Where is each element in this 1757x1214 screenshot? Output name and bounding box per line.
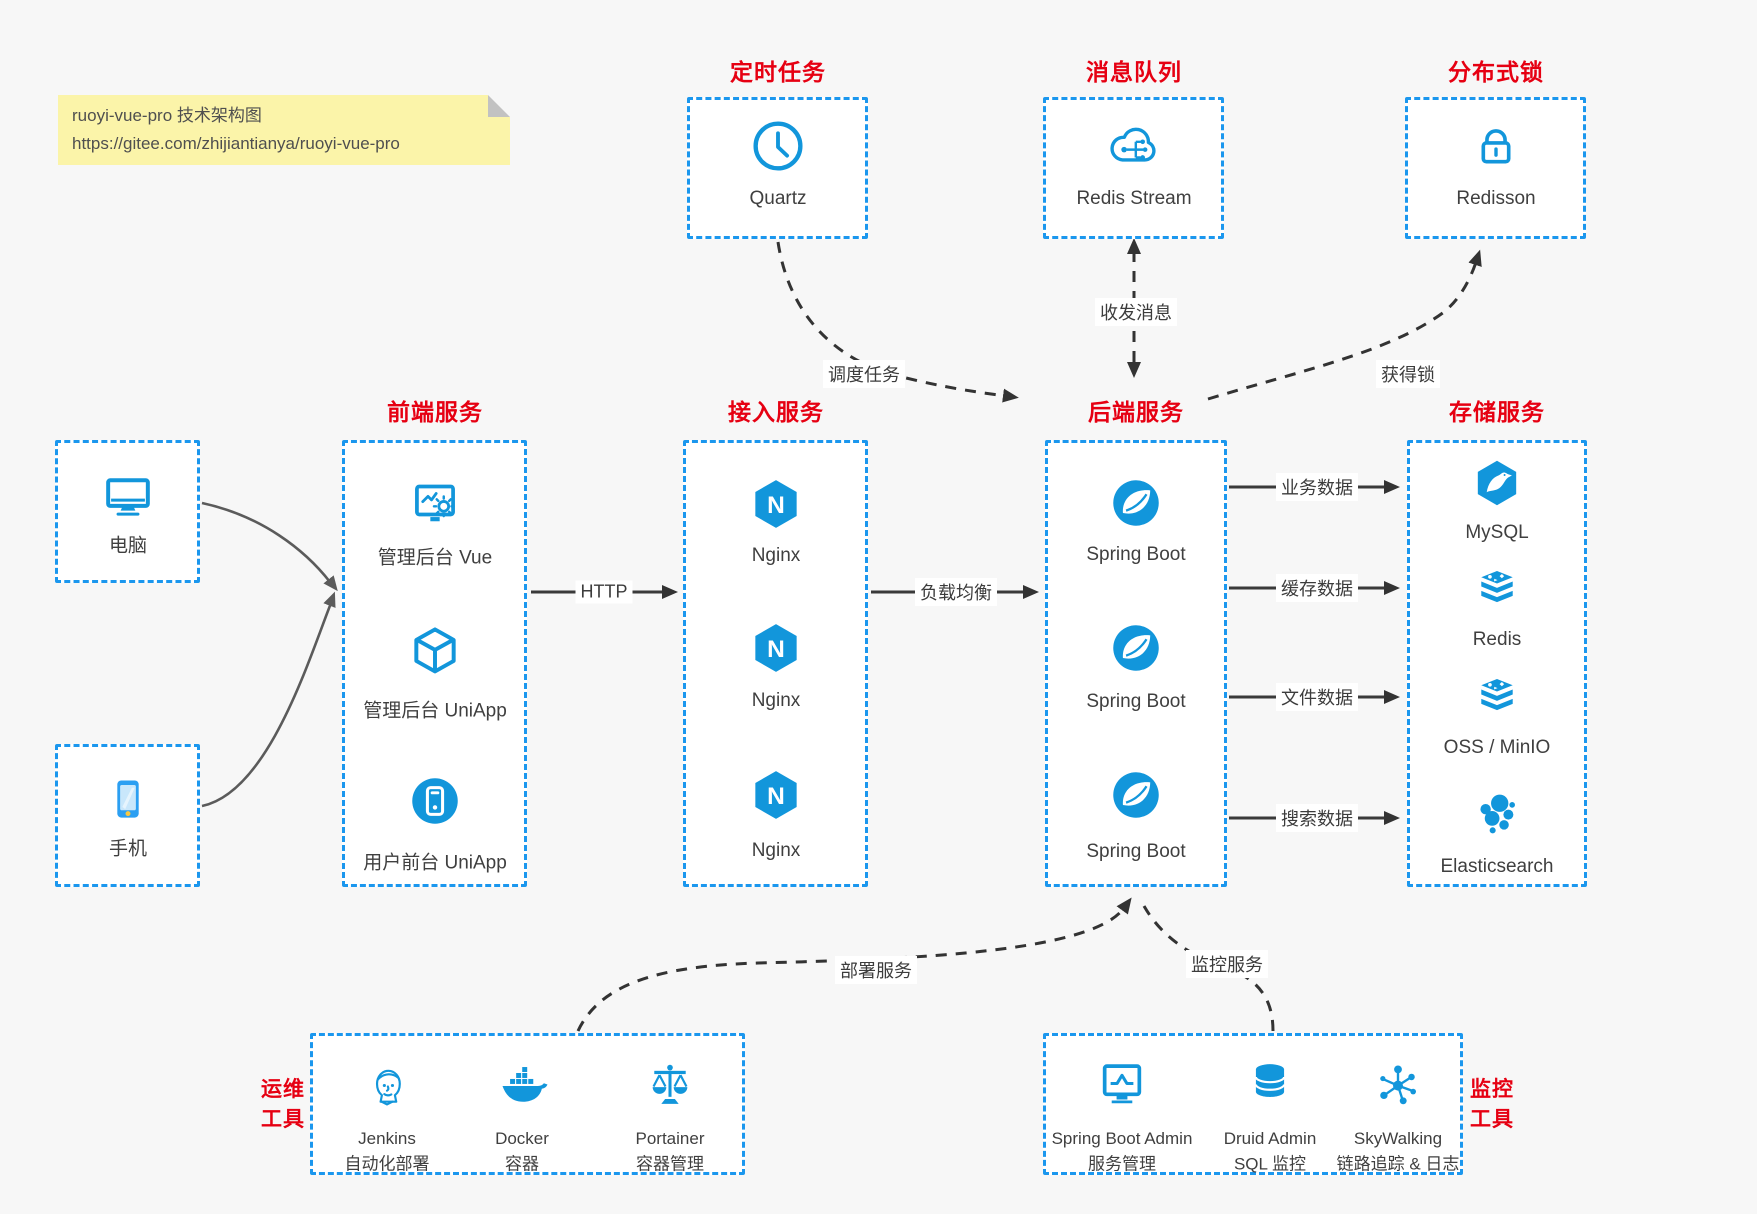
group-title-ops-tools-line1: 运维 [261,1078,305,1101]
group-title-message-queue: 消息队列 [1086,59,1182,85]
lock-icon [1467,117,1525,175]
pc-label: 电脑 [108,535,148,557]
group-title-ops-tools-line2: 工具 [261,1108,305,1131]
nginx-label: Nginx [751,840,801,861]
ops-tools-box [310,1033,745,1175]
group-title-distributed-lock: 分布式锁 [1448,59,1544,85]
skywalking-label: SkyWalking [1353,1129,1443,1148]
skywalking-icon [1372,1058,1424,1110]
monitoring-tools-box [1043,1033,1463,1175]
note-fold-corner [488,95,510,117]
cube-icon [407,623,463,679]
druid-admin-label: Druid Admin [1223,1129,1317,1148]
elasticsearch-label: Elasticsearch [1440,856,1554,877]
edge-label-monitor-service: 监控服务 [1186,950,1268,978]
portainer-desc: 容器管理 [636,1154,704,1174]
docker-icon [496,1060,548,1112]
group-title-scheduled-tasks: 定时任务 [730,59,826,85]
edge-label-deploy-service: 部署服务 [835,956,917,984]
jenkins-desc: 自动化部署 [344,1154,430,1174]
spring-boot-admin-desc: 服务管理 [1088,1154,1156,1174]
nginx-label: Nginx [751,545,801,566]
admin-vue-icon [407,476,463,532]
clock-icon [749,117,807,175]
docker-desc: 容器 [505,1154,539,1174]
storage-services-box [1407,440,1587,887]
edge-label-http: HTTP [575,580,633,604]
desktop-icon [100,468,156,524]
redisson-label: Redisson [1456,188,1536,209]
group-title-frontend-services: 前端服务 [387,399,483,425]
edge-label-acquire-lock: 获得锁 [1376,360,1440,388]
mobile-circle-icon [407,773,463,829]
group-title-backend-services: 后端服务 [1088,399,1184,425]
skywalking-desc: 链路追踪 & 日志 [1336,1154,1460,1174]
edge-label-schedule-task: 调度任务 [823,360,905,388]
admin-vue-label: 管理后台 Vue [377,547,493,569]
nginx-icon [748,620,804,676]
spring-boot-admin-icon [1096,1058,1148,1110]
redis-stack-icon [1471,564,1523,616]
note-url: https://gitee.com/zhijiantianya/ruoyi-vu… [72,134,400,153]
admin-uniapp-label: 管理后台 UniApp [363,700,507,722]
druid-icon [1244,1058,1296,1110]
edge-phone-to-frontend [201,591,336,808]
group-title-storage-services: 存储服务 [1449,399,1545,425]
title-note: ruoyi-vue-pro 技术架构图 https://gitee.com/zh… [58,95,510,165]
docker-label: Docker [495,1129,549,1148]
phone-icon [101,772,155,826]
quartz-label: Quartz [749,188,807,209]
mysql-icon [1471,457,1523,509]
group-title-monitor-tools-line2: 工具 [1470,1108,1514,1131]
user-uniapp-label: 用户前台 UniApp [363,852,507,874]
portainer-icon [644,1060,696,1112]
druid-admin-desc: SQL 监控 [1233,1154,1307,1174]
redis-stream-label: Redis Stream [1076,188,1192,209]
redis-stack-icon [1471,672,1523,724]
spring-boot-label: Spring Boot [1086,841,1186,862]
edge-label-load-balance: 负载均衡 [915,578,997,606]
redis-label: Redis [1472,629,1522,650]
pc-client-box [55,440,200,583]
group-title-monitor-tools-line1: 监控 [1470,1078,1514,1101]
spring-icon [1108,620,1164,676]
elasticsearch-icon [1471,787,1523,839]
spring-boot-admin-label: Spring Boot Admin [1051,1129,1193,1148]
jenkins-icon [361,1060,413,1112]
nginx-icon [748,767,804,823]
mobile-label: 手机 [108,838,148,860]
edge-pc-to-frontend [201,501,338,592]
cloud-stream-icon [1105,117,1163,175]
nginx-label: Nginx [751,690,801,711]
spring-icon [1108,475,1164,531]
group-title-gateway-services: 接入服务 [728,399,824,425]
edge-label-business-data: 业务数据 [1276,473,1358,501]
spring-icon [1108,767,1164,823]
mysql-label: MySQL [1465,522,1529,543]
edge-label-file-data: 文件数据 [1276,683,1358,711]
redisson-box [1405,97,1586,239]
redis-stream-box [1043,97,1224,239]
oss-minio-label: OSS / MinIO [1443,737,1551,758]
edge-label-search-data: 搜索数据 [1276,804,1358,832]
spring-boot-label: Spring Boot [1086,544,1186,565]
jenkins-label: Jenkins [358,1129,416,1148]
portainer-label: Portainer [635,1129,705,1148]
nginx-icon [748,476,804,532]
note-title: ruoyi-vue-pro 技术架构图 [72,106,262,125]
edge-label-send-receive-messages: 收发消息 [1095,298,1177,326]
spring-boot-label: Spring Boot [1086,691,1186,712]
edge-label-cache-data: 缓存数据 [1276,574,1358,602]
